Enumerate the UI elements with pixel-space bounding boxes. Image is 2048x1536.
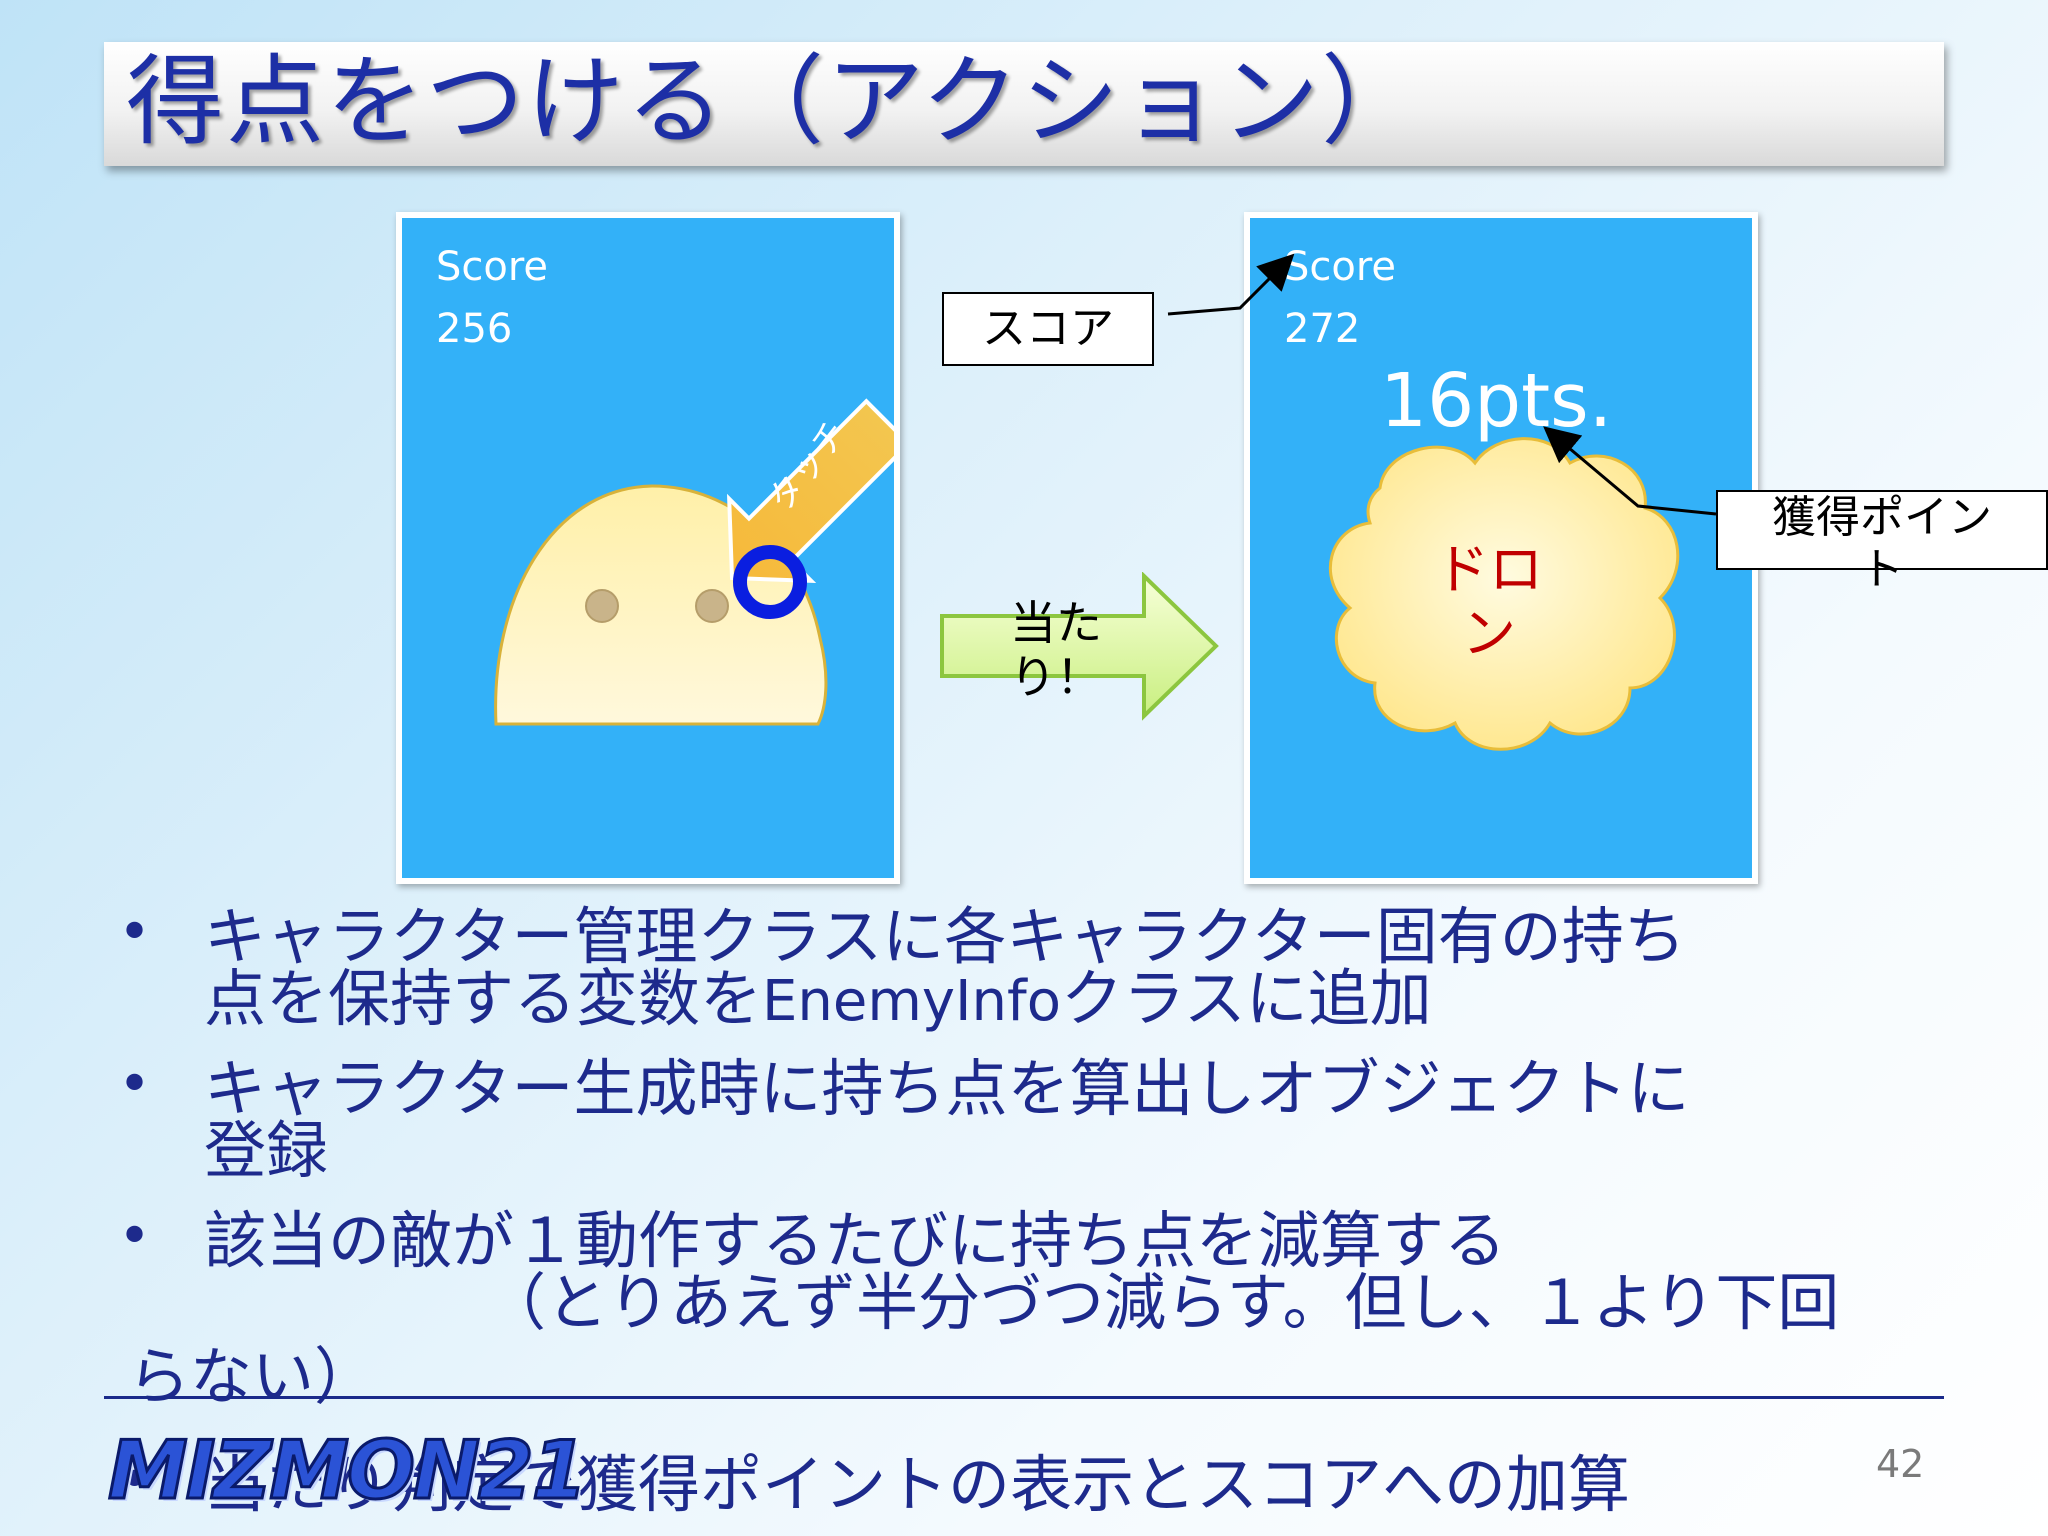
bullet-1-line-1: キャラクター管理クラスに各キャラクター固有の持ち bbox=[204, 900, 1686, 973]
footer-divider bbox=[104, 1396, 1944, 1399]
bullet-dot: • bbox=[118, 1448, 152, 1513]
left-game-screen: Score 256 タッチ bbox=[396, 212, 900, 884]
points-label: 16pts. bbox=[1380, 358, 1613, 444]
title-bar: 得点をつける（アクション） bbox=[104, 42, 1944, 166]
bullet-dot: • bbox=[118, 900, 152, 965]
page-number: 42 bbox=[1876, 1442, 1925, 1486]
mizmon21-logo: MIZMON21 bbox=[106, 1423, 588, 1519]
right-game-screen: Score 272 16pts. ドロン bbox=[1244, 212, 1758, 884]
hit-label: 当たり！ bbox=[1010, 596, 1102, 704]
left-score-value: 256 bbox=[436, 306, 513, 352]
bullet-4-line-1: 当たり判定で獲得ポイントの表示とスコアへの加算 bbox=[204, 1448, 1631, 1521]
bullet-dot: • bbox=[118, 1204, 152, 1269]
left-screen-graphics: タッチ bbox=[494, 398, 894, 726]
right-score-value: 272 bbox=[1284, 306, 1361, 352]
slide-title: 得点をつける（アクション） bbox=[126, 45, 1422, 159]
character-eye-right bbox=[695, 589, 729, 623]
bullet-2-line-2: 登録 bbox=[204, 1114, 329, 1187]
bullet-3-line-1: 該当の敵が１動作するたびに持ち点を減算する bbox=[204, 1204, 1507, 1277]
bullet-3-line-2: （とりあえず半分づつ減らす。但し、１より下回 bbox=[484, 1266, 1840, 1339]
acquired-points-callout: 獲得ポイント bbox=[1716, 490, 2048, 595]
left-score-label: Score bbox=[436, 244, 549, 290]
bullet-2-line-1: キャラクター生成時に持ち点を算出しオブジェクトに bbox=[204, 1052, 1690, 1125]
character-eye-left bbox=[585, 589, 619, 623]
score-callout: スコア bbox=[942, 292, 1154, 366]
bullet-dot: • bbox=[118, 1052, 152, 1117]
bullet-1-line-2: 点を保持する変数をEnemyInfoクラスに追加 bbox=[204, 962, 1432, 1035]
right-score-label: Score bbox=[1284, 244, 1397, 290]
touch-arrow bbox=[726, 398, 894, 584]
hit-arrow bbox=[940, 572, 1219, 721]
score-callout-text: スコア bbox=[982, 303, 1114, 354]
explosion-text: ドロン bbox=[1435, 538, 1543, 665]
acquired-points-text: 獲得ポイント bbox=[1772, 492, 1992, 595]
touch-point-ring bbox=[733, 545, 807, 619]
